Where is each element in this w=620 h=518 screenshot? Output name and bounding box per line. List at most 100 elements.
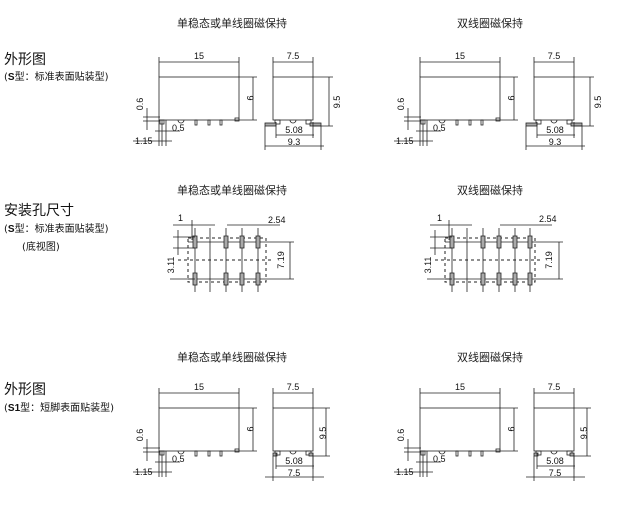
- mounting-hole-layout-dual: [427, 220, 563, 292]
- dim-pin-offset: 1.15: [135, 136, 153, 146]
- outline-drawing-s1-dual: [394, 388, 591, 481]
- dim-length: 15: [194, 382, 204, 392]
- terminal-arc: [177, 450, 185, 455]
- terminal-arc: [550, 119, 558, 124]
- dim-pin-gap: 0.6: [135, 429, 145, 442]
- dim-width: 7.5: [548, 51, 561, 61]
- dim-pin-width: 0.5: [433, 454, 446, 464]
- pad-hole: [255, 235, 261, 249]
- dim-hole-edge: 1: [437, 213, 442, 223]
- section-subtitle: (S1型：短脚表面贴装型): [4, 401, 114, 414]
- pad-hole: [496, 272, 502, 286]
- terminal: [308, 452, 314, 457]
- pin: [480, 119, 484, 126]
- pad-hole: [480, 235, 486, 249]
- outline-drawing-s-dual: [394, 57, 594, 150]
- dim-pin-width: 0.5: [172, 123, 185, 133]
- pin: [194, 119, 198, 126]
- dim-height: 9: [245, 95, 255, 100]
- caption-dual-coil: 双线圈磁保持: [457, 350, 523, 364]
- dim-height: 9: [506, 426, 516, 431]
- terminal: [495, 448, 501, 453]
- pin: [219, 119, 223, 126]
- terminal: [495, 117, 501, 122]
- terminal: [569, 452, 575, 457]
- terminal: [535, 119, 542, 125]
- dim-pin-offset: 1.15: [135, 467, 153, 477]
- relay-side-body: [419, 407, 501, 452]
- terminal-arc: [550, 450, 558, 455]
- terminal: [234, 117, 240, 122]
- section-outline-s1: 外形图 (S1型：短脚表面贴装型): [4, 382, 114, 414]
- gull-wing-terminal: [570, 122, 583, 127]
- pin: [207, 450, 211, 457]
- relay-side-body: [419, 76, 501, 121]
- pad-hole: [512, 235, 518, 249]
- terminal-arc: [289, 119, 297, 124]
- section-title: 外形图: [4, 382, 46, 398]
- dim-terminal-pitch: 5.08: [546, 125, 564, 135]
- outline-drawing-s-single: [133, 57, 333, 150]
- relay-front-body: [533, 76, 575, 121]
- mounting-hole-layout-single: [170, 220, 294, 292]
- dim-hole-row-span: 7.19: [276, 251, 286, 269]
- gull-wing-terminal: [525, 122, 538, 127]
- caption-dual-coil: 双线圈磁保持: [457, 183, 523, 197]
- dim-pin-offset: 1.15: [396, 136, 414, 146]
- dim-span: 7.5: [549, 468, 562, 478]
- pad-hole: [223, 235, 229, 249]
- pad-hole: [255, 272, 261, 286]
- pad-hole: [192, 235, 198, 249]
- pad-hole: [512, 272, 518, 286]
- gull-wing-terminal: [309, 122, 322, 127]
- dim-terminal-pitch: 5.08: [285, 456, 303, 466]
- pad-hole: [223, 272, 229, 286]
- terminal: [533, 452, 539, 457]
- pad-hole: [239, 235, 245, 249]
- pin: [455, 119, 459, 126]
- dim-total-height: 9.5: [579, 427, 589, 440]
- section-mounting-holes: 安装孔尺寸 (S型：标准表面贴装型) (底视图): [4, 203, 109, 253]
- dim-height: 9: [506, 95, 516, 100]
- terminal: [274, 119, 281, 125]
- relay-side-body: [158, 76, 240, 121]
- section-subtitle: (S型：标准表面贴装型): [4, 70, 109, 83]
- terminal-arc: [177, 119, 185, 124]
- terminal: [234, 448, 240, 453]
- caption-single-coil: 单稳态或单线圈磁保持: [177, 183, 287, 197]
- gull-wing-terminal: [264, 122, 277, 127]
- dim-hole-row-span: 7.19: [544, 251, 554, 269]
- outline-drawing-s1-single: [133, 388, 330, 481]
- terminal: [305, 119, 312, 125]
- section-title: 安装孔尺寸: [4, 203, 74, 219]
- pad-hole: [480, 272, 486, 286]
- section-subtitle: (S型：标准表面贴装型): [4, 222, 109, 235]
- dim-width: 7.5: [548, 382, 561, 392]
- dim-total-height: 9.5: [593, 96, 603, 109]
- pin: [480, 450, 484, 457]
- dim-terminal-pitch: 5.08: [546, 456, 564, 466]
- drawing-geometry: [133, 57, 594, 481]
- terminal: [272, 452, 278, 457]
- outline-dims-bottom-left: 15 7.5 9 9.5 0.6 0.5 1.15 5.08 7.5: [135, 382, 328, 478]
- outline-dims-bottom-right: 15 7.5 9 9.5 0.6 0.5 1.15 5.08 7.5: [396, 382, 589, 478]
- bottom-view-note: (底视图): [22, 240, 60, 253]
- pin: [455, 450, 459, 457]
- hole-dims-right: 1 2.54 3.11 7.19: [423, 213, 557, 273]
- pad-hole: [527, 272, 533, 286]
- pad-hole: [239, 272, 245, 286]
- dim-length: 15: [455, 51, 465, 61]
- section-outline-s: 外形图 (S型：标准表面贴装型): [4, 52, 109, 83]
- hole-dims-left: 1 2.54 3.11 7.19: [166, 213, 286, 273]
- dim-hole-edge: 1: [178, 213, 183, 223]
- footprint-outline: [444, 237, 536, 283]
- dim-width: 7.5: [287, 382, 300, 392]
- dim-pin-gap: 0.6: [135, 98, 145, 111]
- dim-total-height: 9.5: [318, 427, 328, 440]
- outline-dims-top-right: 15 7.5 9 9.5 0.6 0.5 1.15 5.08 9.3: [396, 51, 603, 147]
- dim-terminal-pitch: 5.08: [285, 125, 303, 135]
- dim-length: 15: [194, 51, 204, 61]
- terminal-arc: [438, 119, 446, 124]
- relay-front-body: [533, 407, 575, 452]
